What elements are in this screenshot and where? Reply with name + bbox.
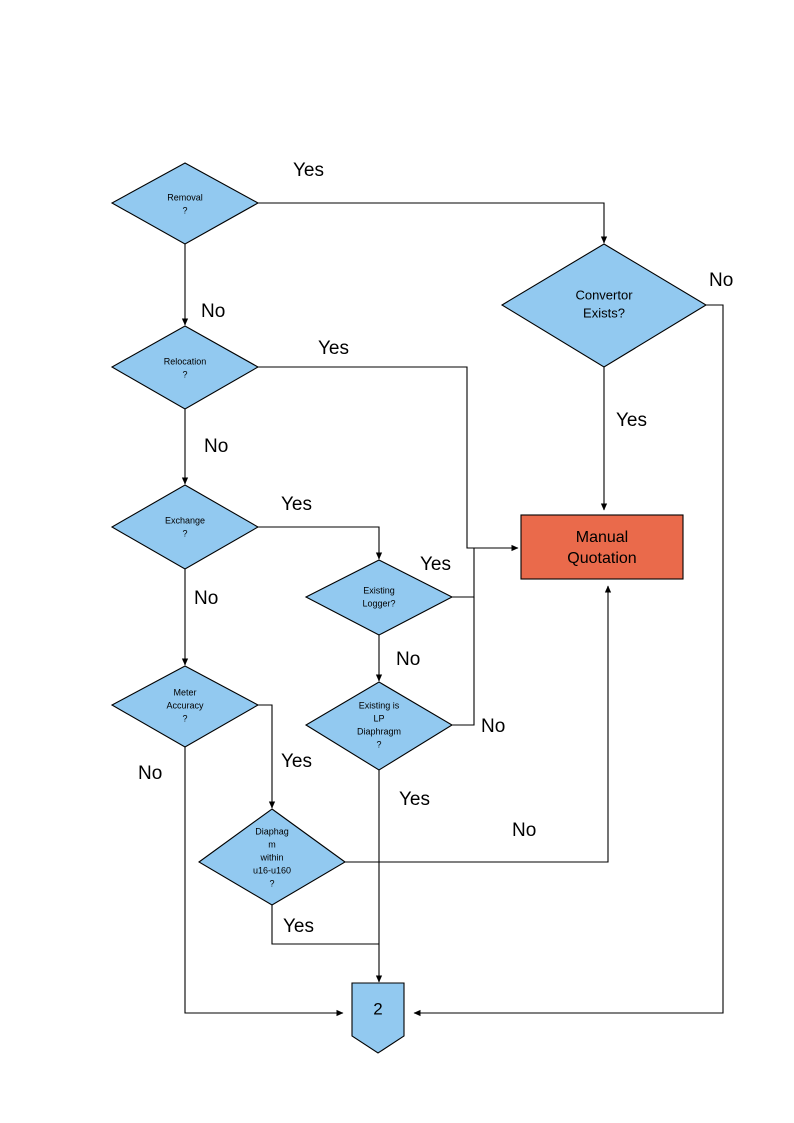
node-meter-accuracy[interactable]: Meter Accuracy ?: [110, 665, 260, 748]
edge-label-removal-yes: Yes: [293, 160, 324, 181]
node-existing-lp-diaphragm[interactable]: Existing is LP Diaphragm ?: [304, 681, 454, 771]
removal-label-line1: Removal: [167, 192, 203, 202]
convertor-exists-diamond[interactable]: [500, 243, 708, 368]
edge-exchange-yes: [258, 526, 383, 560]
edge-label-meter-accuracy-no: No: [138, 763, 162, 784]
removal-label-line2: ?: [182, 205, 187, 215]
exchange-diamond[interactable]: [110, 484, 260, 570]
edge-relocation-yes: [258, 366, 519, 552]
diaphagm-label-line2: m: [268, 839, 276, 849]
existing-logger-label-line1: Existing: [363, 585, 395, 595]
exchange-label-line1: Exchange: [165, 515, 205, 525]
edge-label-existing-logger-no: No: [396, 649, 420, 670]
edge-label-existing-lp-yes: Yes: [399, 789, 430, 810]
existing-lp-label-line1: Existing is: [359, 700, 400, 710]
existing-lp-label-line3: Diaphragm: [357, 726, 401, 736]
manual-quotation-label-line2: Quotation: [567, 550, 636, 567]
manual-quotation-label-line1: Manual: [576, 529, 628, 546]
diaphagm-label-line4: u16-u160: [253, 865, 291, 875]
edge-label-exchange-yes: Yes: [281, 494, 312, 515]
removal-diamond[interactable]: [110, 162, 260, 245]
diaphagm-label-line1: Diaphag: [255, 826, 289, 836]
relocation-diamond[interactable]: [110, 325, 260, 410]
connector-2-label: 2: [373, 999, 382, 1018]
existing-logger-diamond[interactable]: [304, 559, 454, 636]
existing-lp-label-line4: ?: [376, 739, 381, 749]
exchange-label-line2: ?: [182, 528, 187, 538]
edge-label-relocation-no: No: [204, 436, 228, 457]
node-convertor-exists[interactable]: Convertor Exists?: [500, 243, 708, 368]
meter-accuracy-label-line2: Accuracy: [166, 700, 204, 710]
edge-label-existing-logger-yes: Yes: [420, 554, 451, 575]
existing-lp-diaphragm-diamond[interactable]: [304, 681, 454, 771]
meter-accuracy-label-line3: ?: [182, 713, 187, 723]
meter-accuracy-label-line1: Meter: [173, 687, 196, 697]
convertor-exists-label-line2: Exists?: [583, 305, 625, 320]
edge-label-convertor-yes: Yes: [616, 410, 647, 431]
node-manual-quotation[interactable]: Manual Quotation: [520, 514, 684, 580]
meter-accuracy-diamond[interactable]: [110, 665, 260, 748]
edge-label-convertor-no: No: [709, 270, 733, 291]
node-removal[interactable]: Removal ?: [110, 162, 260, 245]
connector-2-shape[interactable]: [351, 982, 405, 1054]
edge-meter-accuracy-no: [184, 747, 344, 1017]
node-connector-2[interactable]: 2: [351, 982, 405, 1054]
node-relocation[interactable]: Relocation ?: [110, 325, 260, 410]
existing-lp-label-line2: LP: [373, 713, 384, 723]
relocation-label-line1: Relocation: [164, 356, 207, 366]
edge-label-diaphagm-no: No: [512, 820, 536, 841]
edge-removal-yes: [258, 202, 608, 244]
node-existing-logger[interactable]: Existing Logger?: [304, 559, 454, 636]
edge-convertor-no: [413, 304, 724, 1017]
edge-existing-lp-no: [452, 597, 475, 726]
edge-label-removal-no: No: [201, 301, 225, 322]
edge-label-relocation-yes: Yes: [318, 338, 349, 359]
node-exchange[interactable]: Exchange ?: [110, 484, 260, 570]
manual-quotation-box[interactable]: [520, 514, 684, 580]
relocation-label-line2: ?: [182, 369, 187, 379]
diaphagm-within-diamond[interactable]: [197, 808, 347, 906]
diaphagm-label-line3: within: [259, 852, 283, 862]
edge-diaphagm-yes: [271, 905, 379, 945]
edge-diaphagm-no: [345, 585, 612, 863]
edge-label-meter-accuracy-yes: Yes: [281, 751, 312, 772]
convertor-exists-label-line1: Convertor: [575, 287, 633, 302]
node-diaphagm-within[interactable]: Diaphag m within u16-u160 ?: [197, 808, 347, 906]
existing-logger-label-line2: Logger?: [362, 598, 395, 608]
edge-label-exchange-no: No: [194, 588, 218, 609]
edge-meter-accuracy-yes: [258, 704, 276, 809]
edge-label-existing-lp-no: No: [481, 716, 505, 737]
edge-label-diaphagm-yes: Yes: [283, 916, 314, 937]
diaphagm-label-line5: ?: [269, 878, 274, 888]
